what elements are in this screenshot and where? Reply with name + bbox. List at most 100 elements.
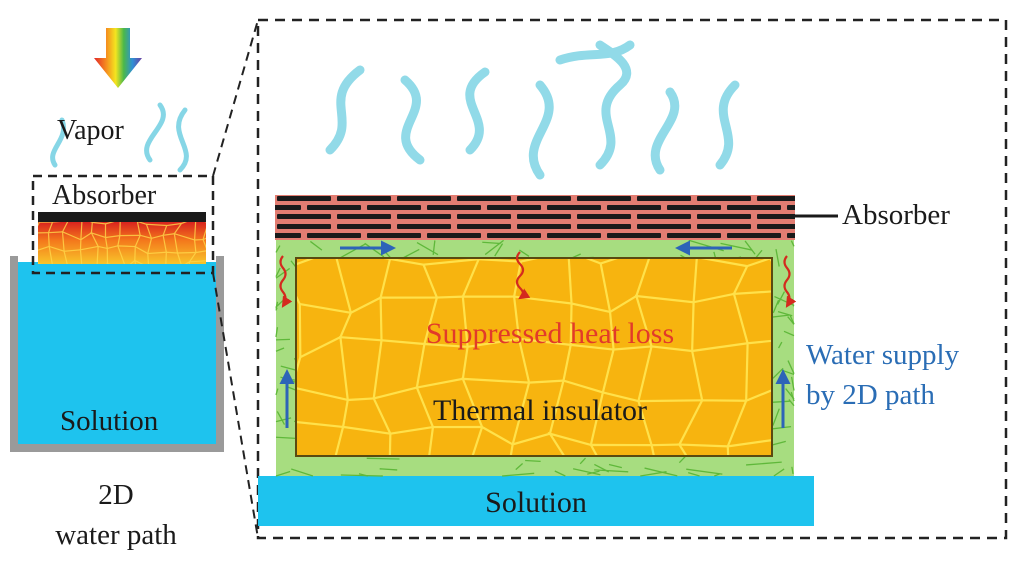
cell-edge (745, 339, 772, 401)
cell-edge (339, 296, 382, 338)
cell-edge (334, 425, 391, 456)
cell-edge (116, 245, 136, 264)
fiber-strand (276, 411, 286, 425)
red-wavy-arrow-icon (279, 255, 293, 308)
cell-edge (79, 245, 99, 264)
water-supply-line1: Water supply (806, 339, 960, 371)
fiber-strand (783, 330, 795, 337)
solution-container (10, 256, 224, 452)
fiber-strand (587, 470, 600, 475)
cell-edge (165, 251, 178, 264)
fiber-strand (744, 240, 756, 255)
fiber-strand (579, 457, 587, 465)
cell-edge (415, 377, 464, 428)
fiber-strand (379, 468, 398, 471)
fiber-strand (358, 473, 369, 477)
zoom-frame (31, 174, 215, 275)
fiber-strand (714, 473, 720, 477)
cell-edge (296, 420, 344, 429)
cell-edge (80, 222, 93, 240)
fiber-strand (791, 466, 794, 475)
cell-edge (677, 443, 728, 456)
fiber-strand (776, 291, 786, 305)
cell-edge (637, 345, 693, 402)
cell-edge (202, 227, 206, 240)
cell-edge (335, 258, 391, 314)
cell-edge (298, 302, 352, 358)
absorber-label: Absorber (842, 199, 950, 231)
fiber-strand (275, 301, 279, 309)
fiber-strand (594, 469, 629, 473)
detail-frame (256, 18, 1008, 540)
fiber-strand (340, 474, 383, 477)
detail-panel: Solution Absorber (256, 18, 1008, 540)
cell-edge (562, 343, 614, 381)
cell-edge (678, 399, 747, 446)
base-solution-label: Solution (485, 486, 587, 519)
insulator-label: Thermal insulator (433, 394, 647, 427)
cell-edge (47, 222, 62, 233)
cell-edge (634, 294, 694, 347)
fiber-strand (790, 391, 795, 402)
cell-edge (428, 425, 483, 456)
cell-edge (129, 260, 136, 264)
cell-edge (372, 339, 425, 399)
fiber-strand (790, 240, 795, 247)
cell-edge (691, 292, 735, 352)
cell-edge (296, 336, 341, 376)
fiber-strand (275, 338, 290, 341)
cell-edge (119, 222, 138, 236)
heat-loss-label: Suppressed heat loss (426, 317, 674, 350)
fiber-strand (775, 249, 780, 267)
cell-edge (193, 238, 204, 253)
fiber-strand (788, 399, 795, 407)
vapor-wisps-icon (50, 102, 189, 173)
fiber-strand (572, 468, 601, 476)
cell-edge (569, 302, 611, 345)
left-panel: Vapor Absorber Solution 2D water path (10, 28, 224, 551)
path-label-line1: 2D (98, 479, 133, 511)
small-absorber (38, 212, 206, 264)
zoom-connectors (212, 19, 259, 539)
fiber-strand (275, 267, 291, 279)
fiber-strand (720, 242, 753, 251)
cell-edge (63, 249, 81, 264)
path-label-line2: water path (55, 519, 177, 551)
cell-edge (104, 235, 120, 249)
base-solution: Solution (258, 476, 814, 526)
cell-edge (589, 391, 639, 446)
fiber-strand (502, 472, 535, 477)
fiber-strand (364, 242, 385, 258)
cell-edge (608, 295, 637, 350)
cell-edge (90, 231, 106, 247)
cell-edge (512, 295, 572, 340)
cell-edge (96, 245, 108, 264)
rainbow-down-arrow-icon (94, 28, 142, 88)
fiber-strand (309, 240, 323, 251)
fiber-strand (777, 310, 793, 317)
fiber-strand (275, 347, 285, 352)
cell-edge (732, 258, 771, 295)
cell-edge (134, 234, 152, 247)
cell-edge (692, 258, 748, 303)
fiber-strand (275, 267, 281, 277)
cell-edge (193, 222, 206, 241)
cell-edge (133, 259, 144, 264)
fiber-strand (494, 243, 504, 257)
fiber-strand (608, 463, 622, 469)
fiber-strand (525, 459, 541, 463)
cell-edge (162, 222, 182, 236)
thermal-insulator (295, 257, 773, 457)
cell-edge (636, 399, 703, 446)
cell-edge (461, 295, 515, 347)
cell-edge (567, 258, 602, 304)
cell-edge (48, 245, 65, 264)
fiber-strand (594, 463, 610, 473)
small-absorber-label: Absorber (52, 180, 157, 211)
cell-edge (690, 342, 748, 401)
cell-edge (38, 222, 53, 227)
fiber-strand (688, 471, 700, 477)
cell-edge (117, 234, 141, 246)
cell-edge (162, 233, 175, 253)
